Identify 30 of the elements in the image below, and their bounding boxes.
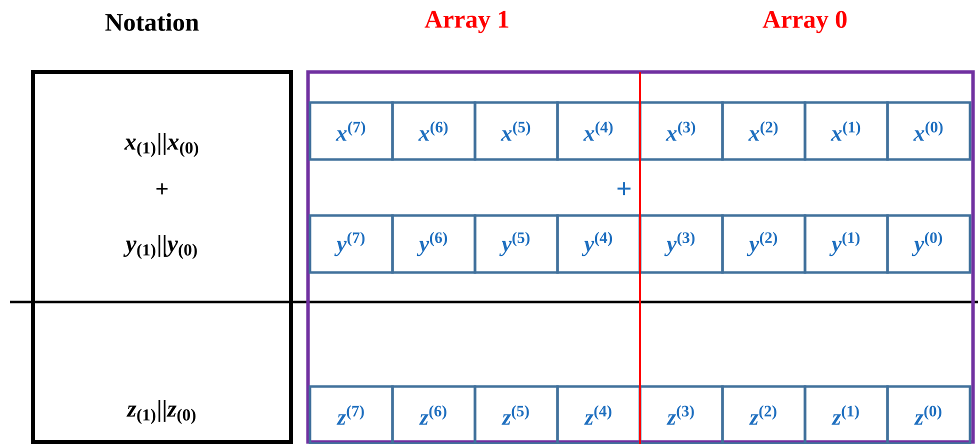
array-cell: y$^{(7)}$: [308, 214, 394, 274]
array-cell: x$^{(1)}$: [804, 101, 889, 161]
array-cell: z$^{(4)}$: [556, 385, 642, 444]
array-cell: x$^{(0)}$: [886, 101, 972, 161]
array-cell: x$^{(3)}$: [638, 101, 724, 161]
array-cell: z$^{(5)}$: [474, 385, 559, 444]
plus-sign: +: [618, 182, 631, 196]
array-box: [306, 70, 975, 444]
array-cell: y$^{(0)}$: [886, 214, 972, 274]
array-cell: x$^{(6)}$: [391, 101, 476, 161]
array-cell: z$^{(6)}$: [391, 385, 476, 444]
array-cell: y$^{(1)}$: [804, 214, 889, 274]
array-cell: y$^{(4)}$: [556, 214, 642, 274]
array-cell: y$^{(5)}$: [474, 214, 559, 274]
column-heading: Array 1: [424, 10, 508, 34]
array-cell: z$^{(1)}$: [804, 385, 889, 444]
array-cell: y$^{(6)}$: [391, 214, 476, 274]
column-heading: Notation: [105, 13, 199, 31]
array-cell: z$^{(0)}$: [886, 385, 972, 444]
array-cell: x$^{(4)}$: [556, 101, 642, 161]
notation-box: x$_{(1)}$||x$_{(0)}$ + y$_{(1)}$||y$_{(0)}$ z$_{(1)}$||z$_{(0)}$: [31, 70, 293, 444]
column-heading: Array 0: [762, 10, 847, 34]
array-cell: z$^{(2)}$: [721, 385, 806, 444]
array-cell: y$^{(3)}$: [638, 214, 724, 274]
array-cell: x$^{(5)}$: [474, 101, 559, 161]
array-cell: z$^{(3)}$: [638, 385, 724, 444]
array-cell: z$^{(7)}$: [308, 385, 394, 444]
array-cell: y$^{(2)}$: [721, 214, 806, 274]
array-cell: x$^{(2)}$: [721, 101, 806, 161]
array-cell: x$^{(7)}$: [308, 101, 394, 161]
